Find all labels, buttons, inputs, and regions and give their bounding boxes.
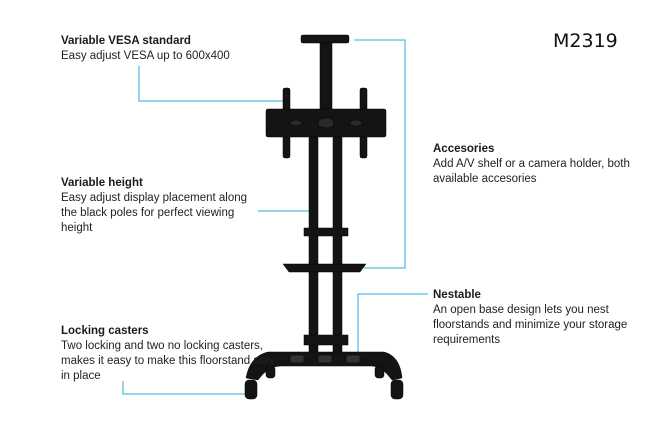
callout-description: Two locking and two no locking casters, … [61, 340, 275, 382]
callout-description: Easy adjust VESA up to 600x400 [61, 50, 230, 62]
stand [244, 34, 404, 400]
caster-front-right [390, 379, 404, 400]
callout-title: Locking casters [61, 325, 149, 337]
top-camera-shelf [300, 34, 350, 44]
callout-title: Nestable [433, 289, 481, 301]
mount-hole-right [349, 119, 363, 127]
callout-height: Variable height Easy adjust display plac… [61, 176, 261, 236]
callout-vesa: Variable VESA standard Easy adjust VESA … [61, 34, 261, 64]
callout-casters: Locking casters Two locking and two no l… [61, 324, 281, 384]
callout-title: Accesories [433, 143, 495, 155]
callout-description: Easy adjust display placement along the … [61, 192, 248, 234]
av-shelf [282, 263, 367, 273]
pole-right [332, 136, 343, 356]
pole-clamp-lower [303, 334, 349, 346]
caster-back-left [265, 365, 276, 379]
callout-nestable: Nestable An open base design lets you ne… [433, 288, 633, 348]
accessories-line [354, 39, 406, 269]
caster-back-right [374, 365, 385, 379]
mount-hole-center [317, 117, 335, 129]
callout-title: Variable height [61, 177, 143, 189]
top-post [319, 42, 333, 110]
base [245, 351, 403, 381]
base-slot-3 [345, 354, 361, 364]
base-slot-1 [289, 354, 305, 364]
caster-front-left [244, 379, 258, 400]
vesa-line [138, 66, 285, 102]
model-number: M2319 [553, 30, 618, 52]
callout-lines [122, 39, 428, 395]
callout-description: An open base design lets you nest floors… [433, 304, 628, 346]
casters-line [122, 381, 246, 395]
base-slot-2 [317, 354, 333, 364]
pole-left [308, 136, 319, 356]
pole-clamp-upper [303, 227, 349, 237]
callout-accessories: Accesories Add A/V shelf or a camera hol… [433, 142, 633, 187]
callout-title: Variable VESA standard [61, 35, 191, 47]
mount-hole-left [289, 119, 303, 127]
nestable-line [357, 293, 428, 352]
callout-description: Add A/V shelf or a camera holder, both a… [433, 158, 630, 185]
